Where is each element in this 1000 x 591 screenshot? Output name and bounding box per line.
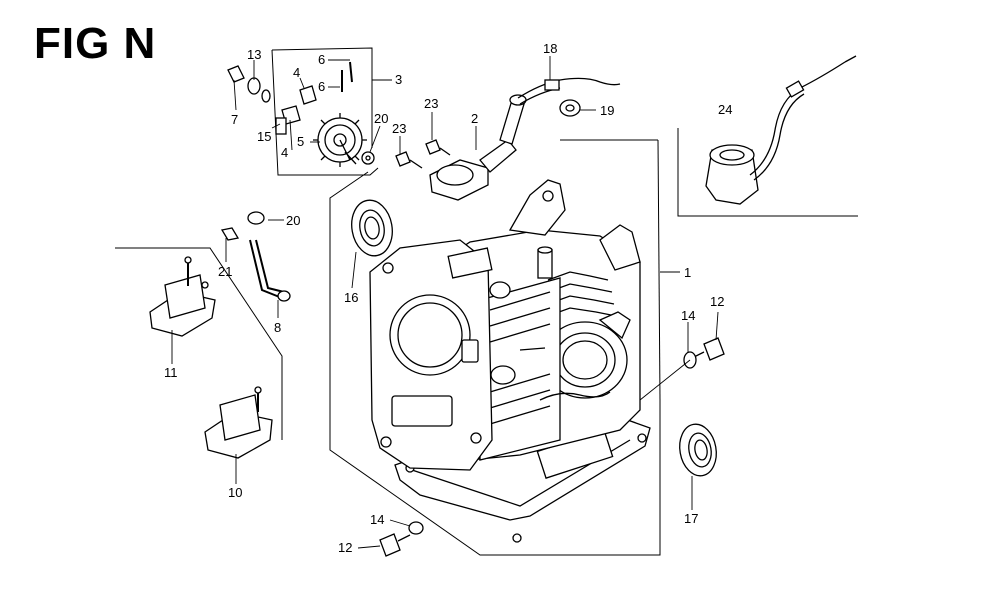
washer-part-20a: [361, 151, 375, 165]
mount-group-lines: [115, 247, 283, 440]
callout-8: 8: [274, 320, 281, 335]
callout-5: 5: [297, 134, 304, 149]
washer-part-13: [247, 77, 271, 103]
callout-3: 3: [395, 72, 402, 87]
bolt-part-12b: [379, 533, 411, 557]
callout-24: 24: [718, 102, 732, 117]
callout-6-upper: 6: [318, 52, 325, 67]
governor-gear-part-5: [313, 113, 367, 167]
wire-harness-part-18: [517, 77, 621, 105]
crankcase-body: [369, 179, 651, 543]
callout-12-bottom: 12: [338, 540, 352, 555]
bolt-part-12a: [691, 337, 725, 361]
callout-20-upper: 20: [374, 111, 388, 126]
callout-19: 19: [600, 103, 614, 118]
callout-18: 18: [543, 41, 557, 56]
pin-part-7: [227, 65, 245, 83]
callout-16: 16: [344, 290, 358, 305]
callout-23-lower: 23: [392, 121, 406, 136]
callout-20-lower: 20: [286, 213, 300, 228]
governor-holder-part-15: [275, 117, 287, 135]
oil-level-sensor-part-24: [705, 55, 857, 205]
governor-shafts-part-6: [341, 61, 353, 92]
crank-bearing-part-16: [351, 199, 393, 257]
callout-7: 7: [231, 112, 238, 127]
figure-title: FIG N: [34, 19, 157, 68]
nut-part-20b: [247, 211, 265, 225]
callout-21: 21: [218, 264, 232, 279]
callout-14-right: 14: [681, 308, 695, 323]
callout-10: 10: [228, 485, 242, 500]
crankcase-group-box: [329, 139, 661, 556]
callout-23-upper: 23: [424, 96, 438, 111]
bolt-part-23b: [395, 151, 423, 169]
callout-15: 15: [257, 129, 271, 144]
grommet-part-19: [559, 99, 581, 117]
callout-labels: 13 7 4 6 6 3 15 4 5 20 23 23 2 18 19 24 …: [164, 41, 732, 555]
clip-part-21: [220, 227, 240, 241]
oil-filler-tube-part-2: [429, 94, 527, 201]
callout-17: 17: [684, 511, 698, 526]
callout-13: 13: [247, 47, 261, 62]
callout-12-right: 12: [710, 294, 724, 309]
breather-tube-part-8: [249, 239, 291, 302]
engine-mount-part-10: [204, 386, 273, 459]
leader-lines: [171, 56, 719, 549]
callout-4-upper: 4: [293, 65, 300, 80]
engine-mount-part-11: [149, 256, 216, 337]
bolt-part-23a: [425, 139, 451, 156]
oil-seal-part-17: [679, 423, 717, 477]
callout-1: 1: [684, 265, 691, 280]
callout-2: 2: [471, 111, 478, 126]
callout-6-lower: 6: [318, 79, 325, 94]
callout-4-lower: 4: [281, 145, 288, 160]
callout-14-bottom: 14: [370, 512, 384, 527]
governor-group-box: [271, 47, 379, 176]
governor-weights-part-4: [281, 85, 317, 125]
washer-part-14b: [408, 521, 424, 535]
callout-11: 11: [164, 365, 178, 380]
oil-sensor-box: [677, 128, 858, 217]
